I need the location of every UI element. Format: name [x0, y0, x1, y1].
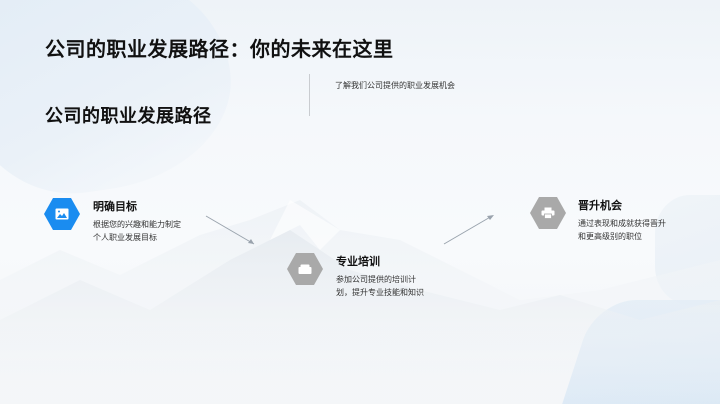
step-description: 根据您的兴趣和能力制定个人职业发展目标 — [93, 220, 181, 242]
step-title: 晋升机会 — [578, 199, 622, 212]
step-description: 参加公司提供的培训计划，提升专业技能和知识 — [336, 275, 424, 297]
mountain-background-illustration — [0, 200, 720, 404]
step-title: 明确目标 — [93, 200, 137, 213]
section-heading: 公司的职业发展路径 — [45, 106, 212, 127]
image-icon — [55, 208, 69, 220]
step-description: 通过表现和成就获得晋升和更高级别的职位 — [578, 219, 666, 241]
printer-icon — [541, 207, 555, 219]
vertical-divider — [309, 74, 310, 116]
step-icon-badge — [287, 253, 323, 285]
arrow-connector-up — [443, 215, 494, 245]
sofa-icon — [298, 264, 312, 274]
arrow-connector-down — [205, 215, 255, 245]
page-title: 公司的职业发展路径：你的未来在这里 — [45, 37, 394, 61]
intro-text: 了解我们公司提供的职业发展机会 — [335, 81, 455, 90]
step-title: 专业培训 — [336, 255, 380, 268]
